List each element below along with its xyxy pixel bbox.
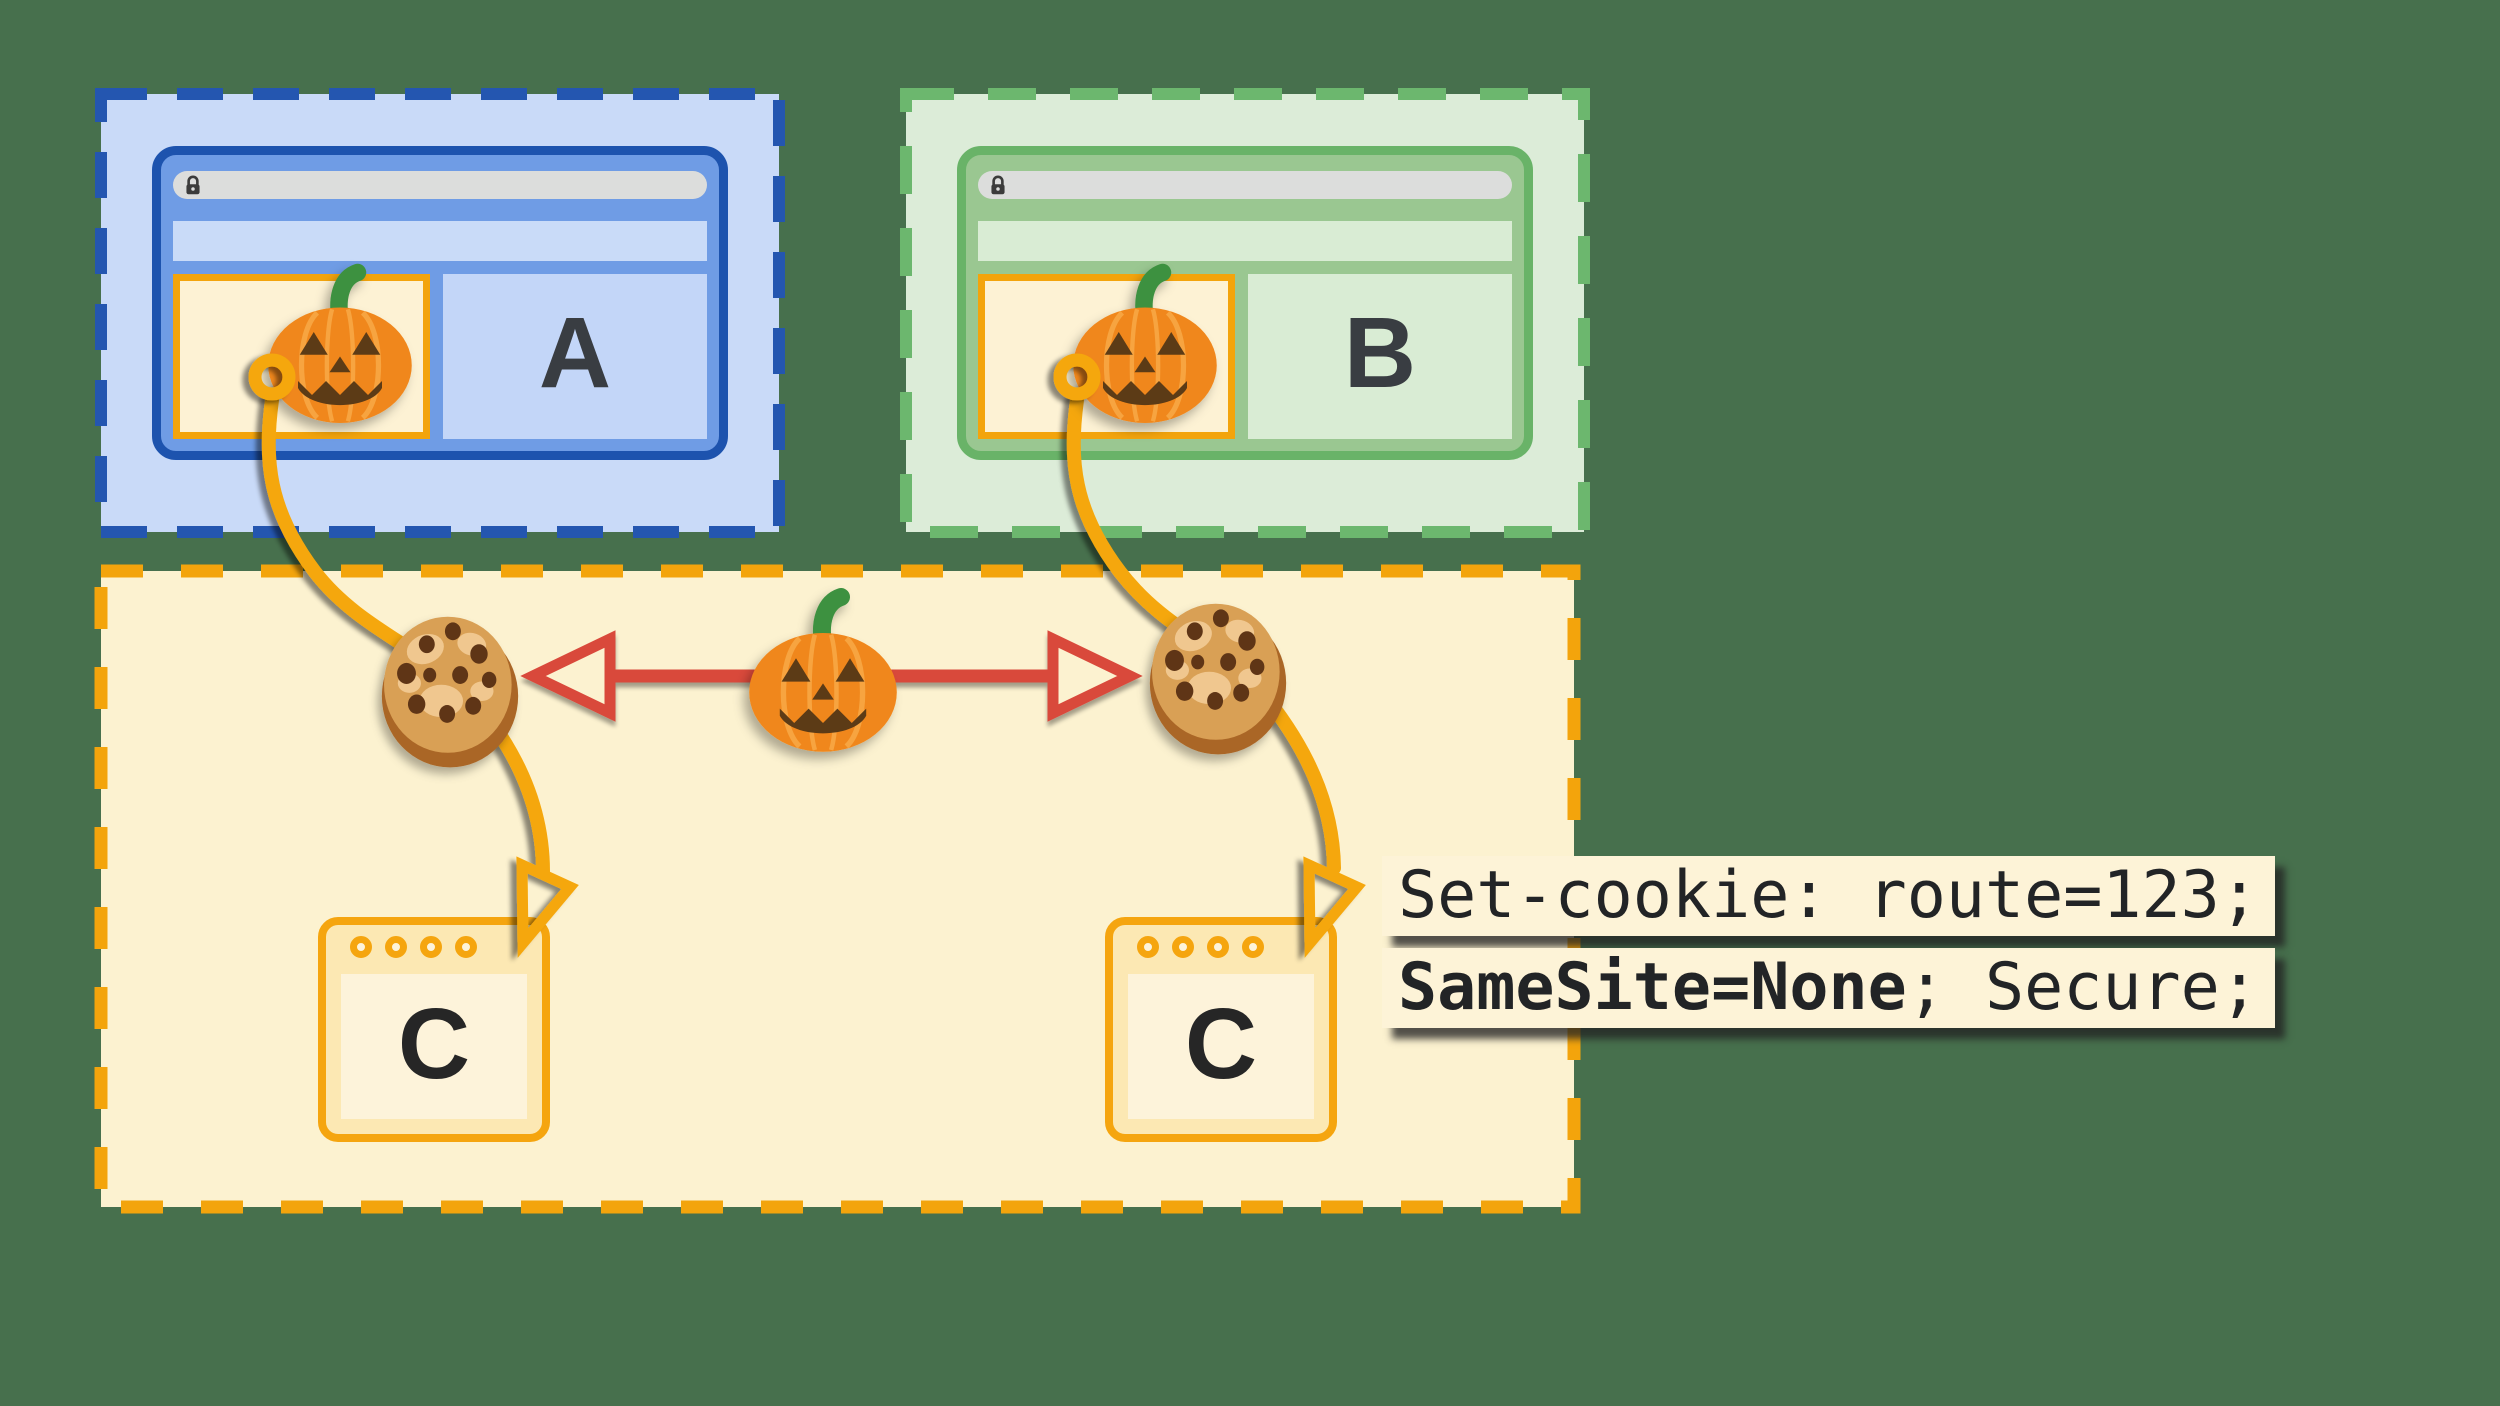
site-a-label: A bbox=[443, 274, 707, 439]
third-party-iframe-a bbox=[173, 274, 430, 439]
site-b-label: B bbox=[1248, 274, 1512, 439]
window-dots bbox=[350, 936, 527, 958]
window-dots bbox=[1137, 936, 1314, 958]
window-dot bbox=[1242, 936, 1264, 958]
browser-window-a: A bbox=[152, 146, 728, 460]
set-cookie-header-line1: Set-cookie: route=123; bbox=[1382, 856, 2275, 936]
url-bar-a bbox=[173, 171, 707, 199]
browser-window-b: B bbox=[957, 146, 1533, 460]
page-content-band bbox=[173, 221, 707, 261]
cross-site-double-arrow-icon bbox=[520, 630, 1143, 722]
window-dot bbox=[455, 936, 477, 958]
page-content-row: A bbox=[173, 274, 707, 439]
server-c-right-label: C bbox=[1128, 974, 1314, 1119]
page-content-band bbox=[978, 221, 1512, 261]
set-cookie-header-line2: SameSite=None; Secure; bbox=[1382, 948, 2275, 1028]
third-party-iframe-b bbox=[978, 274, 1235, 439]
lock-icon bbox=[186, 174, 200, 194]
server-window-c-left: C bbox=[318, 917, 550, 1142]
window-dot bbox=[1137, 936, 1159, 958]
cookie-flow-connector-a bbox=[261, 393, 579, 958]
window-dot bbox=[1172, 936, 1194, 958]
url-bar-b bbox=[978, 171, 1512, 199]
secure-text: ; Secure; bbox=[1906, 950, 2259, 1025]
lock-icon bbox=[991, 174, 1005, 194]
page-content-row: B bbox=[978, 274, 1512, 439]
set-cookie-text: Set-cookie: route=123; bbox=[1398, 858, 2259, 933]
cookie-icon-right bbox=[1149, 603, 1287, 755]
window-dot bbox=[1207, 936, 1229, 958]
window-dot bbox=[420, 936, 442, 958]
server-c-left-label: C bbox=[341, 974, 527, 1119]
samesite-none-text: SameSite=None bbox=[1398, 950, 1907, 1025]
server-window-c-right: C bbox=[1105, 917, 1337, 1142]
cookie-flow-connector-b bbox=[1066, 393, 1366, 958]
pumpkin-icon-center bbox=[749, 597, 897, 752]
window-dot bbox=[350, 936, 372, 958]
cookie-icon-left bbox=[381, 616, 519, 768]
window-dot bbox=[385, 936, 407, 958]
